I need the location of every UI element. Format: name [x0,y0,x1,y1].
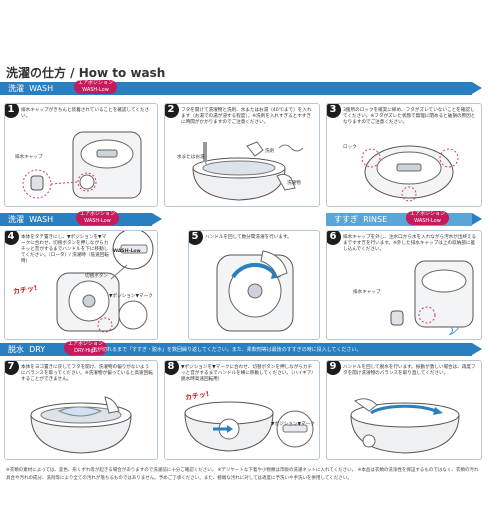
step-number: 1 [5,104,19,118]
step-panel-2: 2 フタを開けて洗濯物と洗剤、水またはお湯（40℃まで）を入れます（お湯での湯が… [164,103,320,207]
washer-spin-dry-illustration [350,398,460,454]
wash-low-label: WASH-Low [113,249,141,254]
step-text: ハンドルを回して数分間洗濯を行います。 [205,235,292,240]
step-number: 2 [165,104,179,118]
position-mark-label: ▼ポジション▼マーク [271,422,315,427]
washer-load-illustration [192,141,304,201]
step-text: 排水キャップを外し、注水口から水を入れながら汚水が出終えるまですすぎを行います。… [343,235,477,252]
step-number: 9 [327,361,341,375]
lock-label: ロック [343,145,357,150]
step-number: 6 [327,231,341,245]
washer-turn-handle-illustration [216,250,294,332]
step-panel-5: 5 ハンドルを回して数分間洗濯を行います。 [188,230,320,340]
drain-cap-label: 排水キャップ [15,155,43,160]
step-text: 排水キャップがきちんと装着されていることを確認してください。 [21,108,150,119]
section-label-dry: 脱水 DRY [8,345,46,354]
washer-handle-switch-illustration [56,231,154,333]
detergent-label: 洗剤 [265,149,275,154]
step-panel-7: 7 本体をヨコ置きに戻してフタを開け、洗濯物の偏りがないようにバランスを取ってく… [4,360,158,460]
step-number: 5 [189,231,203,245]
washer-lock-illustration [361,145,459,202]
step-number: 4 [5,231,19,245]
washer-rinse-illustration [390,260,474,335]
step-number: 3 [327,104,341,118]
washer-drain-cap-illustration [22,131,142,199]
section-label-wash: 洗濯 WASH [8,215,54,224]
step-text: 本体をヨコ置きに戻してフタを開け、洗濯物の偏りがないようにバランスを取ってくださ… [21,365,153,382]
section-label-wash: 洗濯 WASH [8,84,54,93]
footer-notes: ※衣類の素材によっては、変色、形くずれ等が起きる場合がありますので洗濯前に十分ご… [6,468,479,481]
step-text: フタを開けて洗濯物と洗剤、水またはお湯（40℃まで）を入れます（お湯での湯が浸す… [181,108,312,125]
switch-button-label: 切替ボタン [85,274,108,279]
step-text: 3箇所のロックを確実に締め、フタがズレていないことを確認してください。※フタがズ… [343,108,476,125]
drain-cap-label: 排水キャップ [353,290,381,295]
step-panel-1: 1 排水キャップがきちんと装着されていることを確認してください。 排水キャップ [4,103,158,207]
page-title: 洗濯の仕方 / How to wash [6,66,166,80]
step-text: ハンドルを回して脱水を行います。振動が激しい場合は、再度フタを開け洗濯物のバラン… [343,365,476,376]
step-number: 7 [5,361,19,375]
step-panel-4: 4 本体をタテ置きにし、▼ポジションを▼マークに合わせ、切替ボタンを押しながらカ… [4,230,158,340]
washer-balance-illustration [30,396,132,454]
step-text: ▼ポジションを▼マークに合わせ、切替ボタンを押しながらカチッと音がするまでハンド… [181,365,314,382]
step-panel-6: 6 排水キャップを外し、注水口から水を入れながら汚水が出終えるまですすぎを行いま… [326,230,482,340]
step-panel-8: 8 ▼ポジションを▼マークに合わせ、切替ボタンを押しながらカチッと音がするまでハ… [164,360,320,460]
water-label: 水またはお湯 [177,155,205,160]
dry-section-note: 圧が切れるまで「すすぎ・脱水」を数回繰り返してください。また、柔軟剤等は最後のす… [92,347,362,353]
step-panel-3: 3 3箇所のロックを確実に締め、フタがズレていないことを確認してください。※フタ… [326,103,482,207]
laundry-label: 洗濯物 [287,181,301,186]
position-mark-label: ▼ポジション▼マーク [109,294,153,299]
washer-switch-dry-illustration [184,401,314,452]
step-number: 8 [165,361,179,375]
step-panel-9: 9 ハンドルを回して脱水を行います。振動が激しい場合は、再度フタを開け洗濯物のバ… [326,360,482,460]
step-text: 本体をタテ置きにし、▼ポジションを▼マークに合わせ、切替ボタンを押しながらカチッ… [21,235,109,264]
section-label-rinse: すすぎ RINSE [334,215,388,224]
